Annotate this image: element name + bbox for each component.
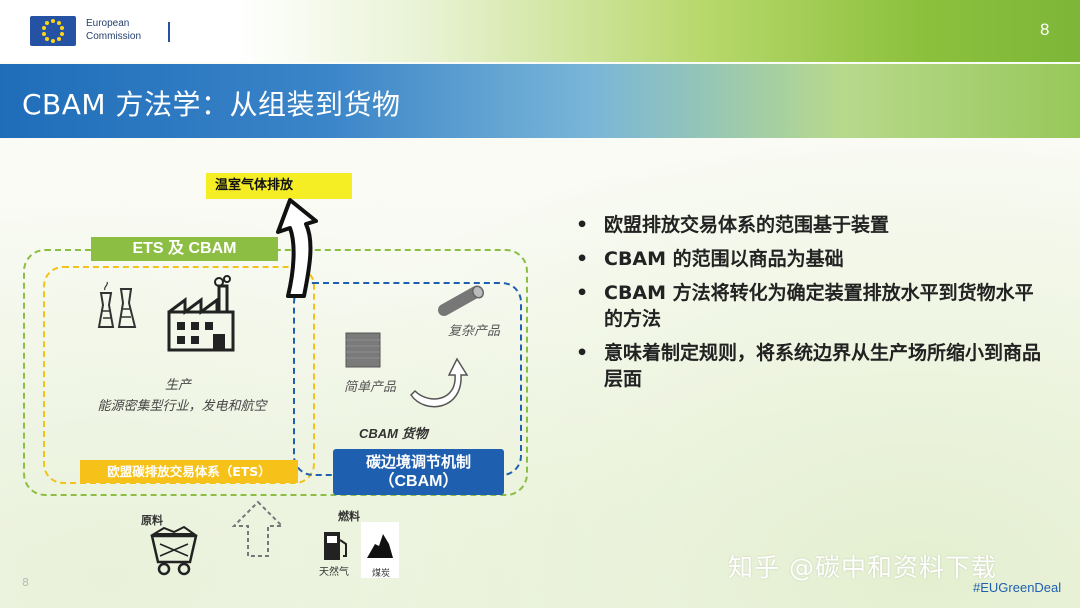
- fuel-pump-icon: [324, 532, 347, 560]
- cbam-label-line2: （CBAM）: [378, 473, 459, 490]
- eu-ets-label: 欧盟碳排放交易体系（ETS）: [80, 460, 298, 483]
- logo-line1: European: [86, 18, 130, 29]
- bullet-text: CBAM 的范围以商品为基础: [604, 248, 844, 270]
- bullet-text: 欧盟排放交易体系的范围基于装置: [604, 214, 890, 236]
- mine-cart-icon: [150, 525, 198, 576]
- ets-cbam-label: ETS 及 CBAM: [91, 237, 278, 261]
- bullet-text: 意味着制定规则，将系统边界从生产场所缩小到商品层面: [604, 342, 1042, 390]
- page-number: 8: [1040, 20, 1050, 39]
- ghg-emissions-label: 温室气体排放: [206, 173, 352, 199]
- complex-product-label: 复杂产品: [448, 324, 501, 339]
- eu-flag-icon: [30, 16, 76, 46]
- ets-boundary: [43, 266, 315, 484]
- logo-text: European Commission: [86, 17, 141, 43]
- steel-sheet-icon: [345, 332, 381, 368]
- fuels-label: 燃料: [338, 510, 360, 523]
- production-title: 生产: [164, 378, 191, 393]
- input-up-arrow-icon: [231, 500, 285, 557]
- bullet-dot: •: [576, 342, 589, 364]
- slide-footer-number: 8: [22, 576, 29, 589]
- slide-title: CBAM 方法学：从组装到货物: [22, 88, 401, 121]
- factory-icon: [167, 275, 235, 352]
- cbam-label-line1: 碳边境调节机制: [365, 453, 471, 471]
- bullet-item: • CBAM 的范围以商品为基础: [572, 246, 1052, 272]
- bullet-text: CBAM 方法将转化为确定装置排放水平到货物水平的方法: [604, 282, 1034, 330]
- watermark-text: 知乎 @碳中和资料下载: [728, 553, 997, 582]
- coal-pile-icon: [367, 534, 393, 558]
- natural-gas-label: 天然气: [319, 567, 349, 578]
- european-commission-logo: European Commission: [30, 14, 180, 50]
- coal-label: 煤炭: [372, 569, 391, 579]
- cbam-goods-label: CBAM 货物: [359, 426, 428, 441]
- simple-product-label: 简单产品: [344, 380, 397, 395]
- logo-divider: [168, 22, 170, 42]
- production-description: 能源密集型行业，发电和航空: [97, 399, 267, 414]
- hashtag-label: #EUGreenDeal: [973, 580, 1062, 595]
- raw-materials-label: 原料: [141, 514, 163, 527]
- bullet-item: • 欧盟排放交易体系的范围基于装置: [572, 212, 1052, 238]
- pipe-icon: [438, 285, 485, 316]
- curved-arrow-icon: [410, 357, 469, 408]
- bullet-item: • CBAM 方法将转化为确定装置排放水平到货物水平的方法: [572, 280, 1052, 332]
- title-bar: [0, 64, 1080, 138]
- logo-line2: Commission: [86, 31, 142, 42]
- bullet-dot: •: [576, 248, 589, 270]
- bullet-item: • 意味着制定规则，将系统边界从生产场所缩小到商品层面: [572, 340, 1052, 392]
- emissions-arrow-icon: [276, 198, 318, 298]
- bullet-list: • 欧盟排放交易体系的范围基于装置 • CBAM 的范围以商品为基础 • CBA…: [572, 212, 1052, 400]
- bullet-dot: •: [576, 214, 589, 236]
- cooling-tower-icon: [97, 281, 137, 328]
- cbam-mechanism-label: 碳边境调节机制 （CBAM）: [333, 449, 504, 495]
- bullet-dot: •: [576, 282, 589, 304]
- header-bar: [0, 0, 1080, 62]
